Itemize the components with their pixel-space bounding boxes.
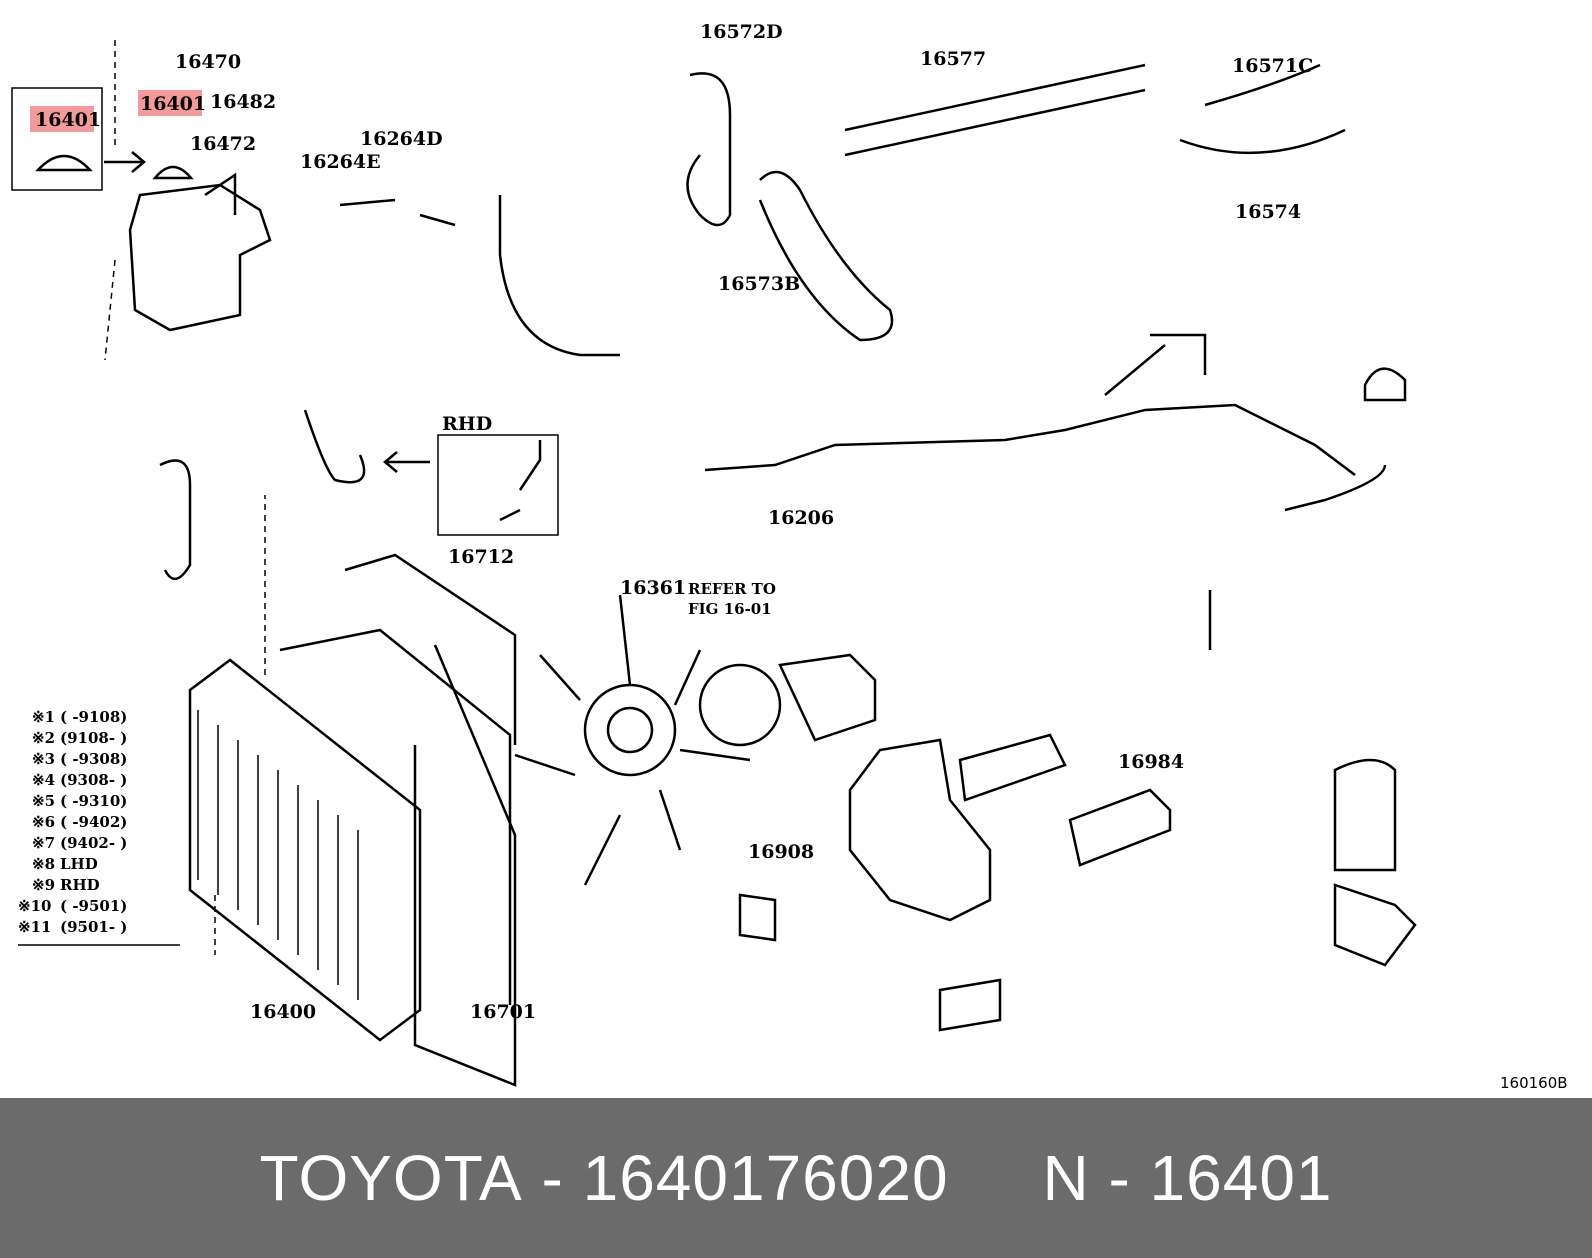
callout-16482: 16482 — [210, 91, 276, 113]
legend-range-5: ( -9310) — [60, 792, 127, 810]
callout-16264e: 16264E — [300, 151, 381, 173]
shroud-frame — [279, 628, 512, 1005]
plate-16985 — [1068, 788, 1172, 867]
callout-16573b: 16573B — [718, 273, 800, 295]
hoses-16571c-16574 — [1179, 63, 1346, 155]
fan-blades — [514, 594, 751, 886]
tank-hose-16472 — [204, 172, 237, 215]
legend-mark-3: ※3 — [32, 750, 55, 768]
legend-mark-8: ※8 — [32, 855, 55, 873]
footer-gap — [949, 1141, 1043, 1215]
callout-16712: 16712 — [448, 546, 514, 568]
fan-hub-16361 — [583, 683, 677, 777]
callout-16400: 16400 — [250, 1001, 316, 1023]
callout-16361: 16361 — [620, 577, 686, 599]
pipes-16268 — [1104, 333, 1207, 396]
date-legend: ※1 ( -9108) ※2 (9108- ) ※3 ( -9308) ※4 (… — [18, 708, 180, 946]
callout-16472: 16472 — [190, 133, 256, 155]
bracket-16908 — [848, 738, 992, 922]
refer-line-2: FIG 16-01 — [688, 600, 772, 618]
highlight-box-main — [138, 90, 202, 116]
legend-range-9: RHD — [60, 876, 100, 894]
legend-mark-1: ※1 — [32, 708, 55, 726]
tank-dash-line — [104, 40, 116, 361]
rhd-box — [437, 434, 559, 536]
fluid-coupling — [698, 663, 782, 747]
legend-range-2: (9108- ) — [60, 729, 127, 747]
callout-16264d: 16264D — [360, 128, 443, 150]
hose-17344 — [1284, 464, 1387, 512]
callout-16908: 16908 — [748, 841, 814, 863]
radiator-fins — [197, 710, 359, 1000]
radiator-cap-drawing — [35, 154, 93, 172]
legend-range-6: ( -9402) — [60, 813, 127, 831]
hoses-16264 — [339, 198, 456, 227]
inset-arrow — [104, 151, 146, 173]
refer-line-1: REFER TO — [688, 580, 776, 598]
callout-16701: 16701 — [470, 1001, 536, 1023]
footer-part-number: 1640176020 — [582, 1142, 949, 1214]
fan-hub-inner — [606, 706, 654, 754]
callout-16574: 16574 — [1235, 201, 1301, 223]
heater-pipes-16206 — [704, 403, 1356, 476]
main-cap-drawing — [152, 165, 194, 180]
callout-inset: 16401 — [35, 109, 101, 131]
shroud-16712-16701 — [344, 553, 517, 1087]
mount-16982-rh — [738, 893, 777, 942]
legend-range-8: LHD — [60, 855, 98, 873]
callout-16206: 16206 — [768, 507, 834, 529]
hose-16264d-lower — [159, 459, 192, 580]
legend-mark-11: ※11 — [18, 918, 51, 936]
callout-16984: 16984 — [1118, 751, 1184, 773]
legend-range-4: (9308- ) — [60, 771, 127, 789]
diagram-ref-code: 160160B — [1500, 1074, 1568, 1092]
hose-16573b — [758, 170, 894, 342]
callout-16572d: 16572D — [700, 21, 783, 43]
legend-mark-10: ※10 — [18, 897, 51, 915]
footer-separator: - — [522, 1142, 583, 1214]
callout-16577: 16577 — [920, 48, 986, 70]
legend-mark-6: ※6 — [32, 813, 55, 831]
legend-mark-9: ※9 — [32, 876, 55, 894]
callout-16470: 16470 — [175, 51, 241, 73]
hose-pipe-left — [498, 195, 620, 357]
rhd-label: RHD — [442, 413, 492, 435]
mount-16982-lh — [938, 978, 1002, 1032]
legend-range-1: ( -9108) — [60, 708, 127, 726]
radiator-16400 — [188, 658, 422, 1042]
vsv-17810 — [1363, 367, 1407, 402]
callout-main: 16401 — [140, 93, 206, 115]
callout-16571c: 16571C — [1232, 55, 1313, 77]
water-pump — [778, 653, 877, 742]
rhd-hose-drawing — [499, 440, 542, 522]
pipe-16577 — [844, 63, 1146, 157]
hose-16572d — [686, 72, 732, 227]
parts-diagram: RHD REFER TO FIG 16-01 16401 16401 16470… — [11, 21, 1568, 1092]
hose-16261g — [303, 409, 366, 484]
legend-range-3: ( -9308) — [60, 750, 127, 768]
legend-range-7: (9402- ) — [60, 834, 127, 852]
legend-mark-5: ※5 — [32, 792, 55, 810]
radiator-dash-line — [214, 495, 266, 955]
plate-16984 — [958, 733, 1067, 802]
legend-mark-2: ※2 — [32, 729, 55, 747]
legend-range-11: (9501- ) — [60, 918, 127, 936]
legend-range-10: ( -9501) — [60, 897, 127, 915]
reserve-tank — [128, 183, 272, 332]
legend-mark-4: ※4 — [32, 771, 55, 789]
footer-brand: TOYOTA — [259, 1142, 523, 1214]
inset-box — [11, 87, 103, 191]
rhd-arrow — [383, 451, 430, 473]
highlight-box-inset — [30, 106, 94, 132]
part-footer-bar: TOYOTA - 1640176020 N - 16401 — [0, 1098, 1592, 1258]
insulator-16986 — [1333, 758, 1397, 872]
footer-name-code: N - 16401 — [1042, 1142, 1333, 1214]
legend-mark-7: ※7 — [32, 834, 55, 852]
insulator-16983 — [1333, 883, 1417, 967]
